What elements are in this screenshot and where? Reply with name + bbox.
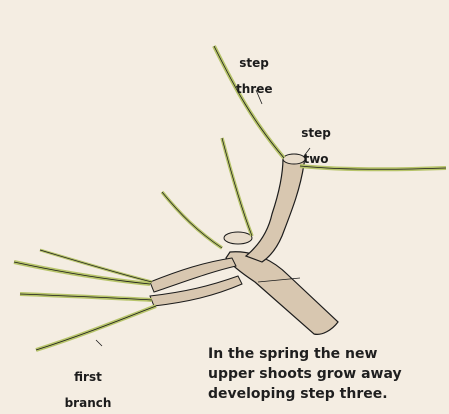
caption-line-3: developing step three. — [208, 384, 444, 404]
upright-leader — [246, 154, 304, 262]
upper-shoot-left — [162, 192, 222, 248]
first-branch-tick — [96, 340, 102, 346]
cut-stub-middle — [224, 232, 252, 244]
label-first-branch: first branch — [64, 358, 112, 410]
caption: In the spring the new upper shoots grow … — [208, 344, 444, 404]
label-step-three-line1: step — [239, 56, 269, 70]
caption-line-2: upper shoots grow away — [208, 364, 444, 384]
upper-shoot-center — [222, 138, 252, 236]
main-trunk — [226, 252, 338, 335]
label-step-two: step two — [298, 114, 334, 166]
label-step-two-line2: two — [303, 152, 328, 166]
label-step-three-line2: three — [236, 82, 272, 96]
first-branch-shoot-1 — [14, 262, 150, 284]
caption-line-1: In the spring the new — [208, 344, 444, 364]
label-step-two-line1: step — [301, 126, 331, 140]
label-step-three: step three — [236, 44, 272, 96]
label-first-branch-line2: branch — [65, 396, 112, 410]
label-first-branch-line1: first — [74, 370, 102, 384]
